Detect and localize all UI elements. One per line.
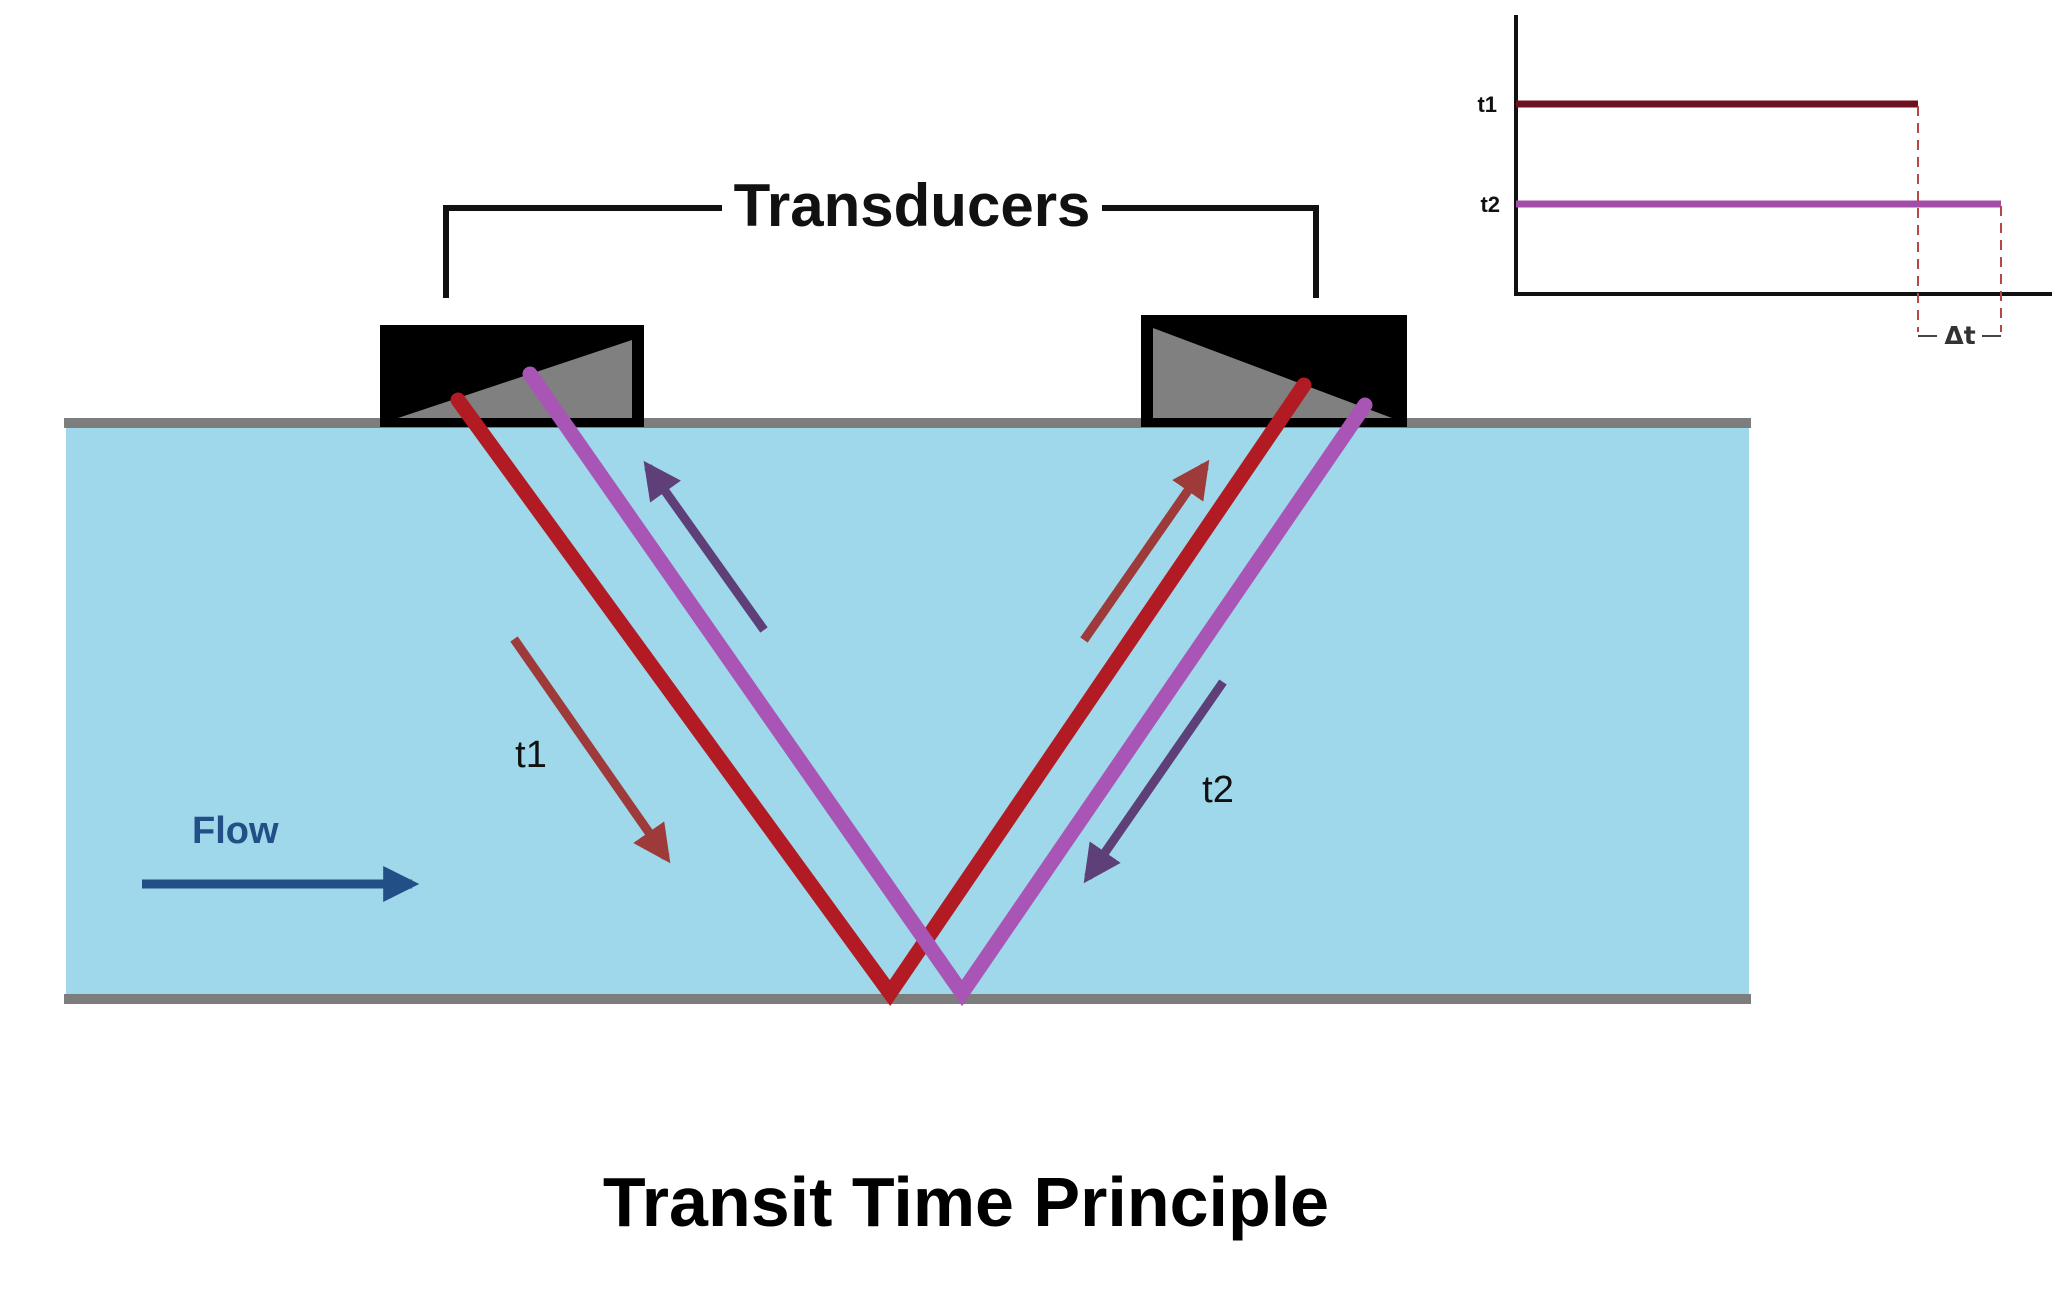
timing-chart: t1 t2 Δt (1477, 15, 2052, 350)
t2-path-label: t2 (1202, 769, 1234, 811)
left-transducer (380, 325, 644, 427)
arrow-t1-down (510, 636, 671, 864)
arrow-t2-down (1083, 679, 1227, 884)
beam-t1-path (450, 377, 1312, 1007)
t1-path-label: t1 (515, 734, 547, 776)
arrow-t2-up (643, 460, 768, 633)
arrow-t1-up (1080, 459, 1210, 643)
chart-t1-label: t1 (1477, 92, 1497, 117)
diagram-caption: Transit Time Principle (603, 1163, 1329, 1241)
pipe-bottom-wall (64, 994, 1751, 1004)
beam-t2-path (522, 366, 1373, 1007)
chart-t2-label: t2 (1480, 192, 1500, 217)
flow-label: Flow (192, 810, 279, 852)
transducers-bracket (443, 205, 1319, 298)
right-transducer-wedge (1153, 328, 1392, 418)
delta-t-label: Δt (1944, 321, 1975, 350)
pipe-top-wall (64, 418, 1751, 428)
transducers-label: Transducers (734, 172, 1091, 239)
